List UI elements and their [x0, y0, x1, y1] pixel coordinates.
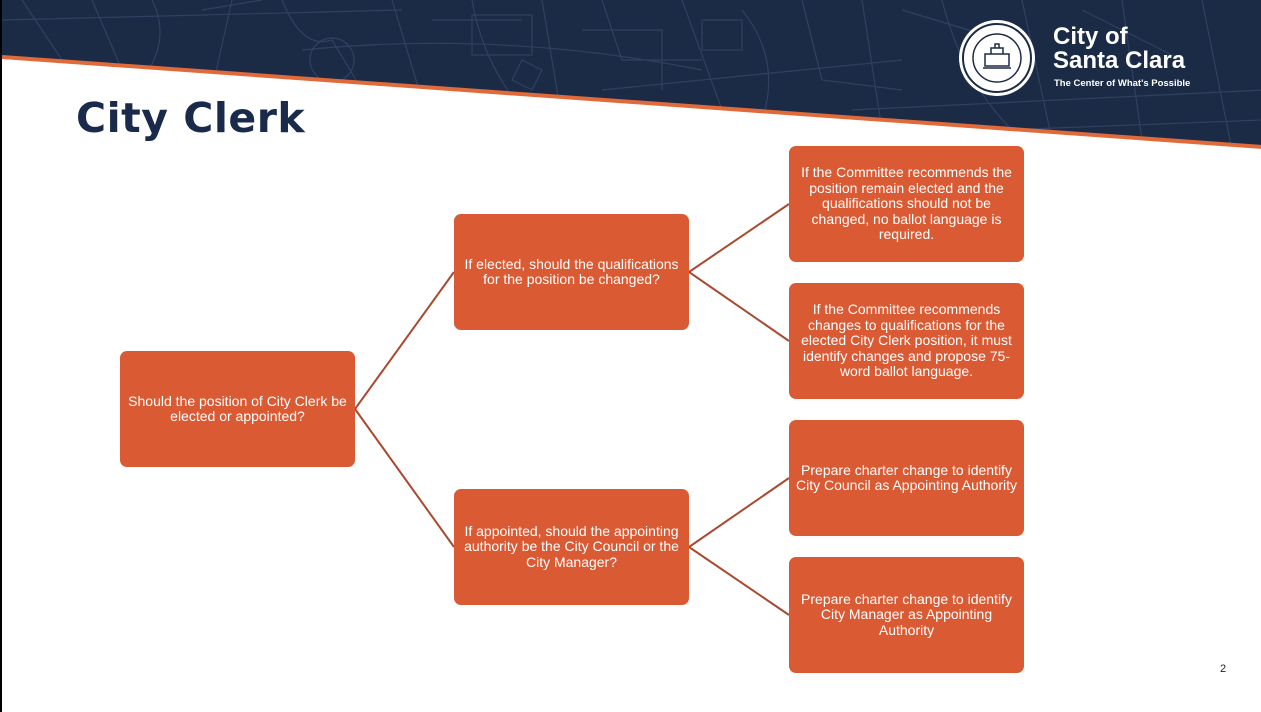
connector-root-appointed	[354, 408, 455, 548]
header-banner	[2, 0, 1261, 149]
logo-line-1: City of	[1053, 23, 1128, 50]
appointed-outcome-box: Prepare charter change to identify City …	[789, 557, 1024, 673]
banner-stripe	[2, 55, 1261, 149]
elected-outcome-box: If the Committee recommends the position…	[789, 146, 1024, 262]
appointed-outcome-box: Prepare charter change to identify City …	[789, 420, 1024, 536]
logo-line-2: Santa Clara	[1053, 47, 1186, 74]
connector-appointed-outcome-2	[688, 546, 790, 616]
connector-root-elected	[354, 271, 455, 410]
page-number: 2	[1220, 663, 1227, 675]
logo-tagline: The Center of What's Possible	[1054, 78, 1191, 89]
page-title: City Clerk	[76, 94, 306, 142]
connector-elected-outcome-1	[688, 203, 790, 273]
city-seal-icon	[959, 20, 1035, 96]
appointed-question-box: If appointed, should the appointing auth…	[454, 489, 689, 605]
connector-elected-outcome-2	[688, 271, 790, 342]
elected-question-box: If elected, should the qualifications fo…	[454, 214, 689, 330]
city-logo: City of Santa Clara The Center of What's…	[957, 16, 1227, 98]
elected-outcome-box: If the Committee recommends changes to q…	[789, 283, 1024, 399]
street-map-pattern	[2, 0, 1261, 147]
connector-appointed-outcome-1	[688, 477, 790, 548]
root-question-box: Should the position of City Clerk be ele…	[120, 351, 355, 467]
